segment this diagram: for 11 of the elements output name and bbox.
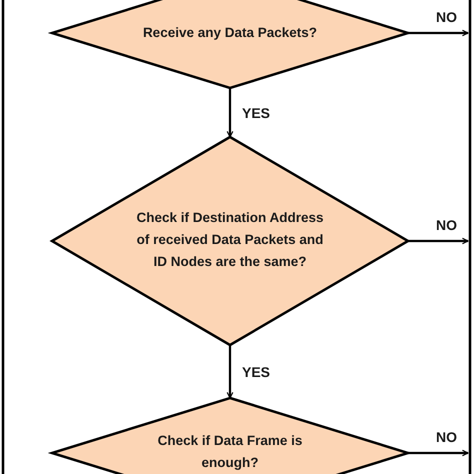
decision-text: Receive any Data Packets? (142, 24, 318, 42)
arrow (226, 88, 234, 138)
decision-text: Check if Destination Address of received Data Packets and ID Nodes are the same? (135, 209, 325, 271)
arrow (408, 238, 469, 244)
arrow (226, 345, 234, 399)
decision-text: Check if Data Frame is enough? (156, 432, 304, 472)
edge-label: NO (434, 429, 459, 445)
arrow (408, 30, 469, 36)
arrow (408, 450, 469, 456)
edge-label: NO (434, 217, 459, 233)
edge-label: NO (434, 9, 459, 25)
